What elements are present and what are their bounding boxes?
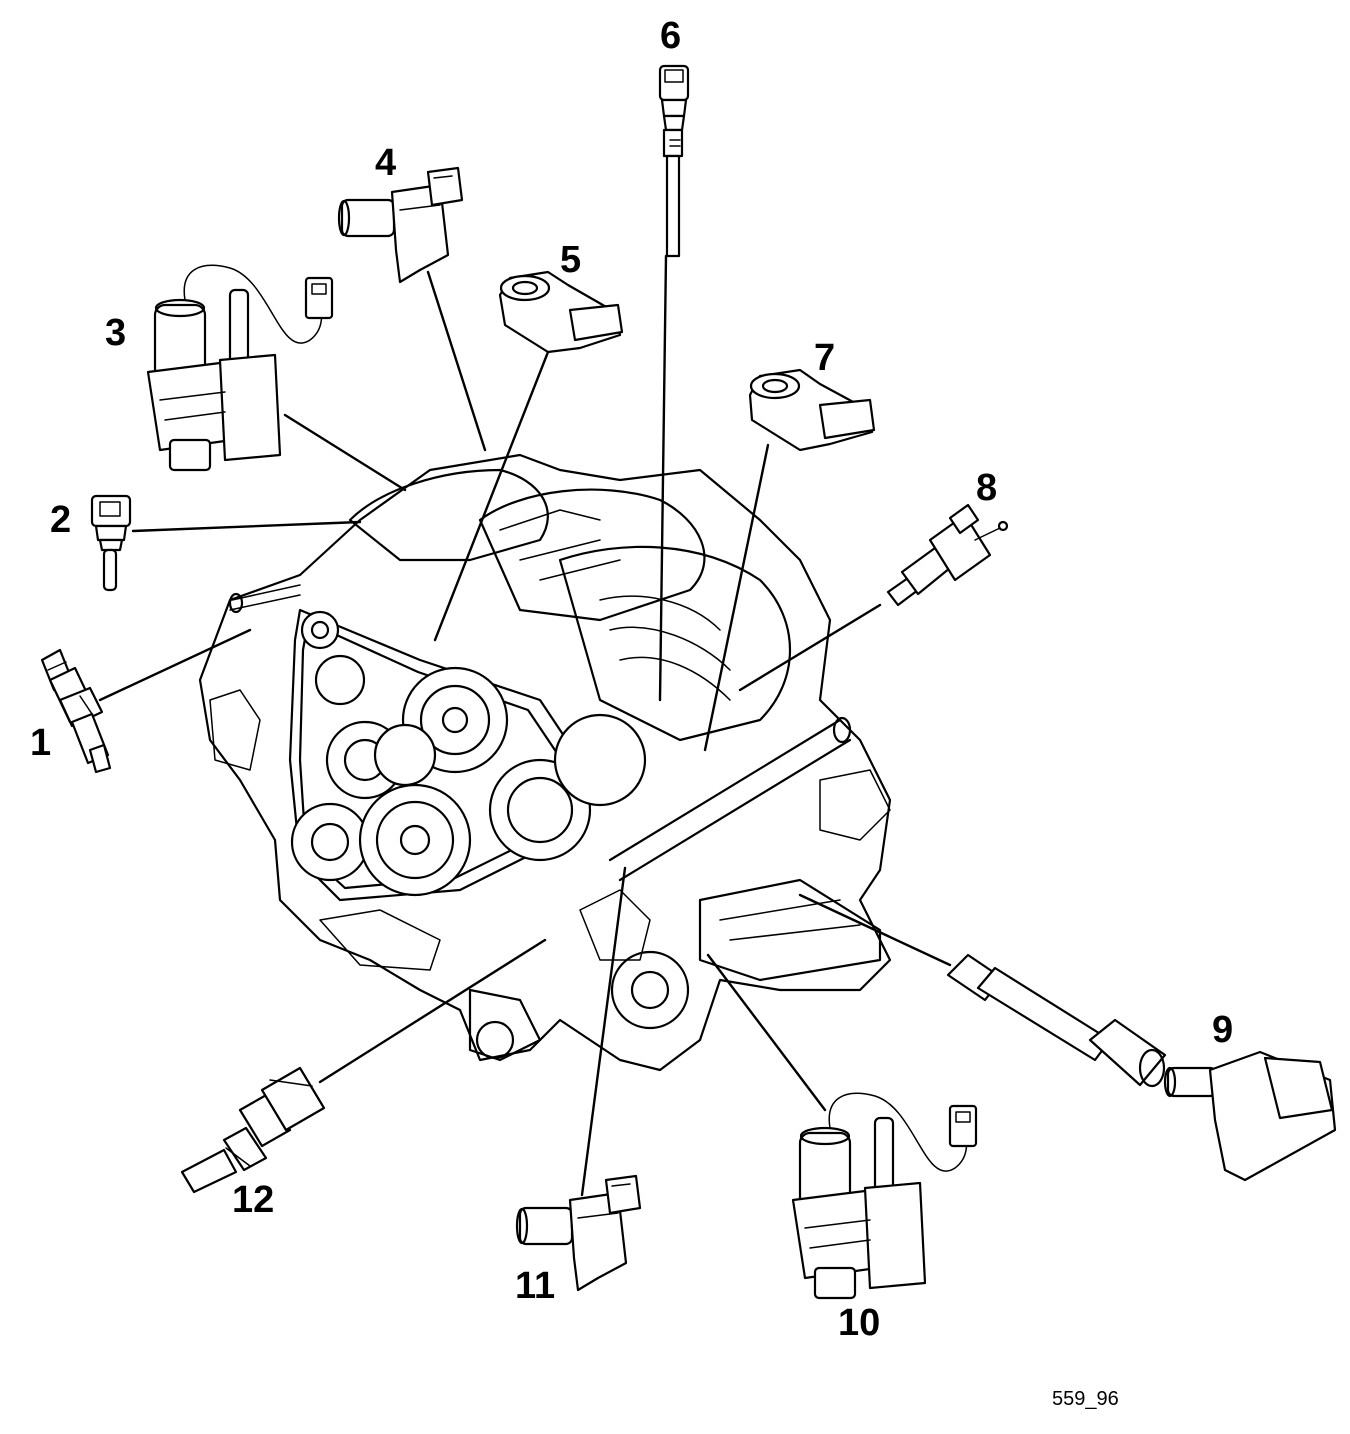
- knock-sensor-lower: [748, 368, 876, 452]
- callout-8: 8: [976, 467, 997, 509]
- leader-lines: [98, 254, 952, 1197]
- leader-3: [283, 413, 407, 492]
- figure-reference: 559_96: [1052, 1388, 1119, 1410]
- leader-10: [706, 953, 827, 1112]
- callout-5: 5: [560, 239, 581, 281]
- callout-labels: 1 2 3 4 5 6 7 8 9 10 11 12: [30, 15, 1233, 1344]
- callout-9: 9: [1212, 1009, 1233, 1051]
- position-sensor-lower: [515, 1174, 642, 1292]
- leader-12: [318, 938, 547, 1084]
- leader-1: [98, 628, 252, 702]
- callout-7: 7: [814, 337, 835, 379]
- engine-assembly: [198, 453, 892, 1072]
- solenoid-valve-upper: [146, 264, 334, 472]
- position-sensor-upper: [337, 166, 464, 284]
- callout-4: 4: [375, 142, 396, 184]
- coolant-temperature-sensor: [180, 1066, 326, 1194]
- leader-5: [433, 350, 550, 642]
- callout-2: 2: [50, 499, 71, 541]
- callout-11: 11: [515, 1265, 555, 1307]
- fuel-injector: [40, 648, 112, 774]
- leader-4: [426, 270, 487, 452]
- leader-7: [703, 443, 770, 752]
- temperature-sensor: [90, 494, 132, 592]
- callout-6: 6: [660, 15, 681, 57]
- leader-2: [131, 520, 362, 533]
- callout-12: 12: [232, 1179, 274, 1221]
- solenoid-valve-lower: [791, 1092, 978, 1300]
- callout-1: 1: [30, 722, 51, 764]
- callout-3: 3: [105, 312, 126, 354]
- leader-11: [580, 866, 627, 1197]
- leader-8: [738, 603, 882, 692]
- leader-9: [798, 893, 952, 967]
- callout-10: 10: [838, 1302, 880, 1344]
- knock-sensor-upper: [498, 270, 624, 354]
- oil-level-sensor: [658, 64, 690, 258]
- pressure-sensor: [886, 503, 1009, 607]
- ignition-coil: [946, 953, 1337, 1182]
- leader-6: [658, 254, 668, 702]
